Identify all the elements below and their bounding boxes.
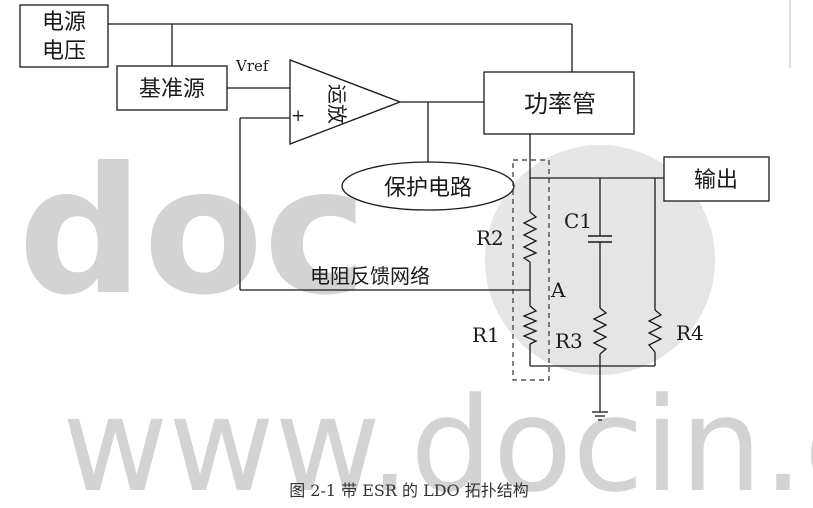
r2-label: R2 bbox=[476, 226, 504, 250]
divider-dashed-box bbox=[512, 159, 550, 381]
output-block bbox=[663, 156, 770, 202]
supply-label-line1: 电源 bbox=[42, 10, 86, 35]
wires bbox=[108, 23, 664, 412]
watermark-logo: doc bbox=[18, 131, 367, 334]
figure-caption: 图 2-1 带 ESR 的 LDO 拓扑结构 bbox=[289, 481, 529, 500]
plus-sign: + bbox=[291, 106, 305, 126]
resistor-r1-symbol bbox=[522, 305, 538, 345]
supply-block bbox=[19, 4, 109, 68]
supply-label-line2: 电压 bbox=[42, 39, 86, 64]
resistor-r3-symbol bbox=[592, 307, 608, 355]
opamp-label: 运放 bbox=[325, 84, 349, 124]
c1-label: C1 bbox=[564, 209, 592, 233]
blocks bbox=[19, 4, 770, 211]
resistors bbox=[522, 211, 663, 355]
vref-label: Vref bbox=[235, 57, 270, 75]
output-label: 输出 bbox=[694, 168, 738, 193]
opamp-triangle bbox=[289, 59, 402, 145]
ground-symbol bbox=[592, 411, 608, 421]
resistor-r2-symbol bbox=[522, 211, 538, 263]
capacitor-c1-symbol bbox=[588, 235, 612, 243]
node-a-label: A bbox=[550, 278, 566, 302]
r3-label: R3 bbox=[555, 329, 583, 353]
watermark-url: www.docin.com bbox=[62, 369, 813, 508]
r4-label: R4 bbox=[676, 321, 704, 345]
resistor-r4-symbol bbox=[647, 309, 663, 353]
r1-label: R1 bbox=[472, 323, 500, 347]
feedback-network-label: 电阻反馈网络 bbox=[310, 264, 430, 288]
reference-block bbox=[116, 65, 228, 111]
reference-label: 基准源 bbox=[139, 77, 205, 102]
protection-label: 保护电路 bbox=[384, 176, 472, 201]
protection-ellipse bbox=[341, 161, 515, 211]
power-tube-label: 功率管 bbox=[524, 90, 596, 118]
power-tube-block bbox=[483, 71, 635, 135]
